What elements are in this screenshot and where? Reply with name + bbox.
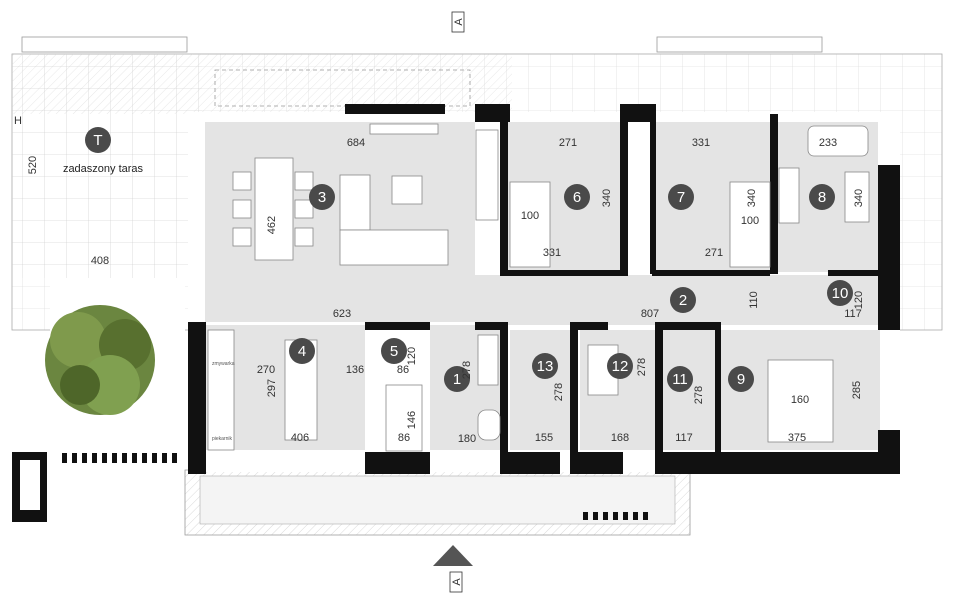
room-3-dim: 684 — [347, 137, 365, 149]
room-2-dim: 110 — [748, 291, 760, 309]
room-5-dim: 120 — [406, 347, 418, 365]
room-badge-4 — [289, 338, 315, 364]
terrace-badge-text: T — [93, 132, 102, 149]
room-4-dim: 297 — [266, 379, 278, 397]
bed-6 — [509, 181, 551, 268]
room-number-12: 12 — [612, 358, 629, 375]
room-11-dim: 278 — [693, 386, 705, 404]
room-5-dim: 86 — [398, 432, 410, 444]
room-13-dim: 155 — [535, 432, 553, 444]
section-mark-top-text: A — [453, 18, 465, 26]
dining-table — [254, 157, 294, 261]
room-9-dim: 285 — [851, 381, 863, 399]
terrace-dim-height: 520 — [27, 156, 39, 174]
room-11-dim: 117 — [675, 432, 693, 444]
room-number-2: 2 — [679, 292, 687, 309]
room-number-8: 8 — [818, 189, 826, 206]
room-badge-12 — [607, 353, 633, 379]
room-number-11: 11 — [672, 371, 688, 388]
room-13-dim: 278 — [553, 383, 565, 401]
room-10-dim: 117 — [844, 308, 862, 320]
height-mark: H — [14, 115, 22, 127]
room-badge-9 — [728, 366, 754, 392]
room-3-dim: 623 — [333, 308, 351, 320]
room-7-dim: 340 — [746, 189, 758, 207]
terrace-badge — [85, 127, 111, 153]
room-5-dim: 86 — [397, 364, 409, 376]
kitchen-label-a: zmywarka — [212, 361, 235, 367]
toilet-1 — [477, 409, 501, 441]
room-3-dim: 462 — [266, 216, 278, 234]
roof-window-right — [656, 36, 823, 53]
bathtub — [807, 125, 869, 157]
room-10-dim: 120 — [853, 291, 865, 309]
terrace-label: zadaszony taras — [63, 163, 144, 175]
room-number-5: 5 — [390, 343, 398, 360]
walls — [12, 104, 900, 522]
room-number-4: 4 — [298, 343, 306, 360]
garden — [45, 278, 185, 453]
room-1-dim: 278 — [461, 361, 473, 379]
kitchen-counter — [207, 329, 235, 451]
room-6-dim: 340 — [601, 189, 613, 207]
room-7-dim: 271 — [705, 247, 723, 259]
room-2-dim: 807 — [641, 308, 659, 320]
room-12-dim: 278 — [636, 358, 648, 376]
room-badge-3 — [309, 184, 335, 210]
room-6-dim: 271 — [559, 137, 577, 149]
room-number-10: 10 — [832, 285, 849, 302]
room-badge-7 — [668, 184, 694, 210]
room-number-7: 7 — [677, 189, 685, 206]
room-6-dim: 100 — [521, 210, 539, 222]
room-badge-11 — [667, 366, 693, 392]
terrace-labels: T zadaszony taras 520 408 H — [14, 115, 144, 267]
room-number-6: 6 — [573, 189, 581, 206]
section-mark-bottom-text: A — [451, 578, 463, 586]
kitchen-label-b: piekarnik — [212, 436, 233, 442]
furniture — [207, 123, 870, 452]
room-6-dim: 331 — [543, 247, 561, 259]
roof-window-left — [21, 36, 188, 53]
section-mark-top: A — [451, 11, 465, 33]
bed-7 — [729, 181, 771, 268]
window-marks — [62, 453, 648, 520]
sofa — [339, 174, 371, 231]
bed-9 — [767, 359, 834, 443]
room-5-dim: 136 — [346, 364, 364, 376]
room-number-3: 3 — [318, 189, 326, 206]
terrace-dim-width: 408 — [91, 255, 109, 267]
room-4-dim: 270 — [257, 364, 275, 376]
room-badge-6 — [564, 184, 590, 210]
room-8-dim: 340 — [853, 189, 865, 207]
room-badge-1 — [444, 366, 470, 392]
room-badge-10 — [827, 280, 853, 306]
room-number-1: 1 — [453, 371, 461, 388]
room-badge-13 — [532, 353, 558, 379]
room-5-dim: 146 — [406, 411, 418, 429]
room-12-dim: 168 — [611, 432, 629, 444]
room-badge-5 — [381, 338, 407, 364]
room-7-dim: 100 — [741, 215, 759, 227]
section-mark-bottom: A — [433, 545, 473, 593]
room-4-dim: 406 — [291, 432, 309, 444]
room-9-dim: 375 — [788, 432, 806, 444]
room-number-13: 13 — [537, 358, 554, 375]
room-number-9: 9 — [737, 371, 745, 388]
room-9-dim: 160 — [791, 394, 809, 406]
room-8-dim: 233 — [819, 137, 837, 149]
room-badge-2 — [670, 287, 696, 313]
room-badge-8 — [809, 184, 835, 210]
room-1-dim: 180 — [458, 433, 476, 445]
room-7-dim: 331 — [692, 137, 710, 149]
